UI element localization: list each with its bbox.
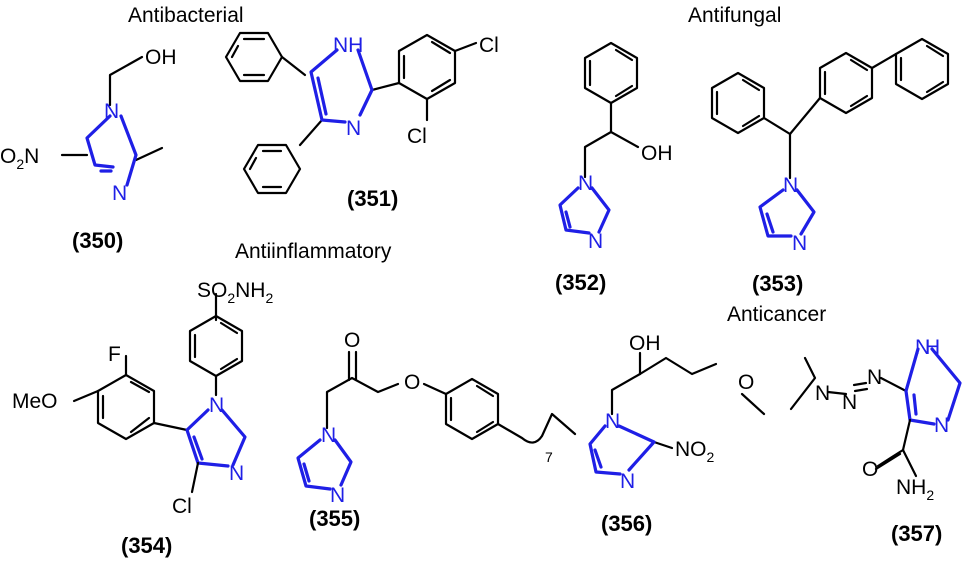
atom-n-azo2: N (867, 366, 882, 389)
caption-antibacterial: Antibacterial (128, 4, 244, 27)
atom-cl: Cl (172, 495, 192, 518)
atom-o-ether: O (404, 371, 420, 394)
compound-357: N N N H N N O NH2 (357) (789, 336, 962, 546)
label-357: (357) (891, 521, 942, 546)
atom-meo: MeO (12, 390, 58, 413)
atom-n1: N (104, 100, 119, 123)
caption-antifungal: Antifungal (688, 4, 781, 27)
atom-o-carbonyl: O (344, 329, 360, 352)
label-356: (356) (601, 511, 652, 536)
atom-oh: OH (145, 46, 177, 69)
atom-n-azo1: N (842, 391, 857, 414)
atom-n3: N (588, 230, 603, 253)
atom-oh: OH (641, 142, 673, 165)
compound-352: OH N N (352) (555, 41, 673, 295)
compound-353: N N (353) (710, 37, 950, 296)
atom-o-amide: O (862, 458, 878, 481)
atom-nh2: NH2 (896, 476, 934, 503)
label-354: (354) (121, 533, 172, 558)
atom-n3: N (330, 484, 345, 507)
atom-n: N (346, 117, 361, 140)
atom-n1: N (915, 336, 930, 359)
atom-so2nh2: SO2NH2 (197, 279, 273, 306)
caption-anticancer: Anticancer (727, 303, 826, 326)
atom-n1: N (321, 424, 336, 447)
atom-n3: N (229, 462, 244, 485)
atom-nh-upper: H (925, 336, 940, 359)
atom-n3: N (792, 232, 807, 255)
atom-n3: N (620, 470, 635, 493)
compound-354: SO2NH2 F MeO N N Cl (354) (12, 279, 273, 558)
atom-n1: N (578, 172, 593, 195)
chain-repeat-count: 7 (545, 449, 553, 465)
atom-n1: N (605, 410, 620, 433)
label-355: (355) (309, 506, 360, 531)
atom-n1: N (783, 174, 798, 197)
atom-n-dimethyl: N (815, 382, 830, 405)
compound-350: OH N N O2N (350) (0, 46, 177, 253)
label-351: (351) (347, 186, 398, 211)
atom-nh: NH (333, 34, 363, 57)
atom-o2n: O2N (0, 145, 39, 172)
atom-no2: NO2 (675, 438, 715, 465)
atom-n3: N (934, 414, 949, 437)
atom-o-methoxy: O (738, 371, 754, 394)
compound-356: OH O N N NO2 (356) (588, 332, 766, 536)
atom-cl-ortho: Cl (407, 125, 427, 148)
atom-n3: N (112, 182, 127, 205)
atom-oh: OH (629, 332, 661, 355)
label-352: (352) (555, 270, 606, 295)
compound-355: O O 7 N N (355) (296, 329, 577, 531)
caption-antiinflammatory: Antiinflammatory (235, 240, 392, 263)
compound-351: NH N Cl Cl (351) (224, 31, 499, 211)
label-350: (350) (72, 228, 123, 253)
atom-f: F (108, 343, 121, 366)
label-353: (353) (752, 271, 803, 296)
atom-n1: N (209, 394, 224, 417)
atom-cl-para: Cl (479, 34, 499, 57)
